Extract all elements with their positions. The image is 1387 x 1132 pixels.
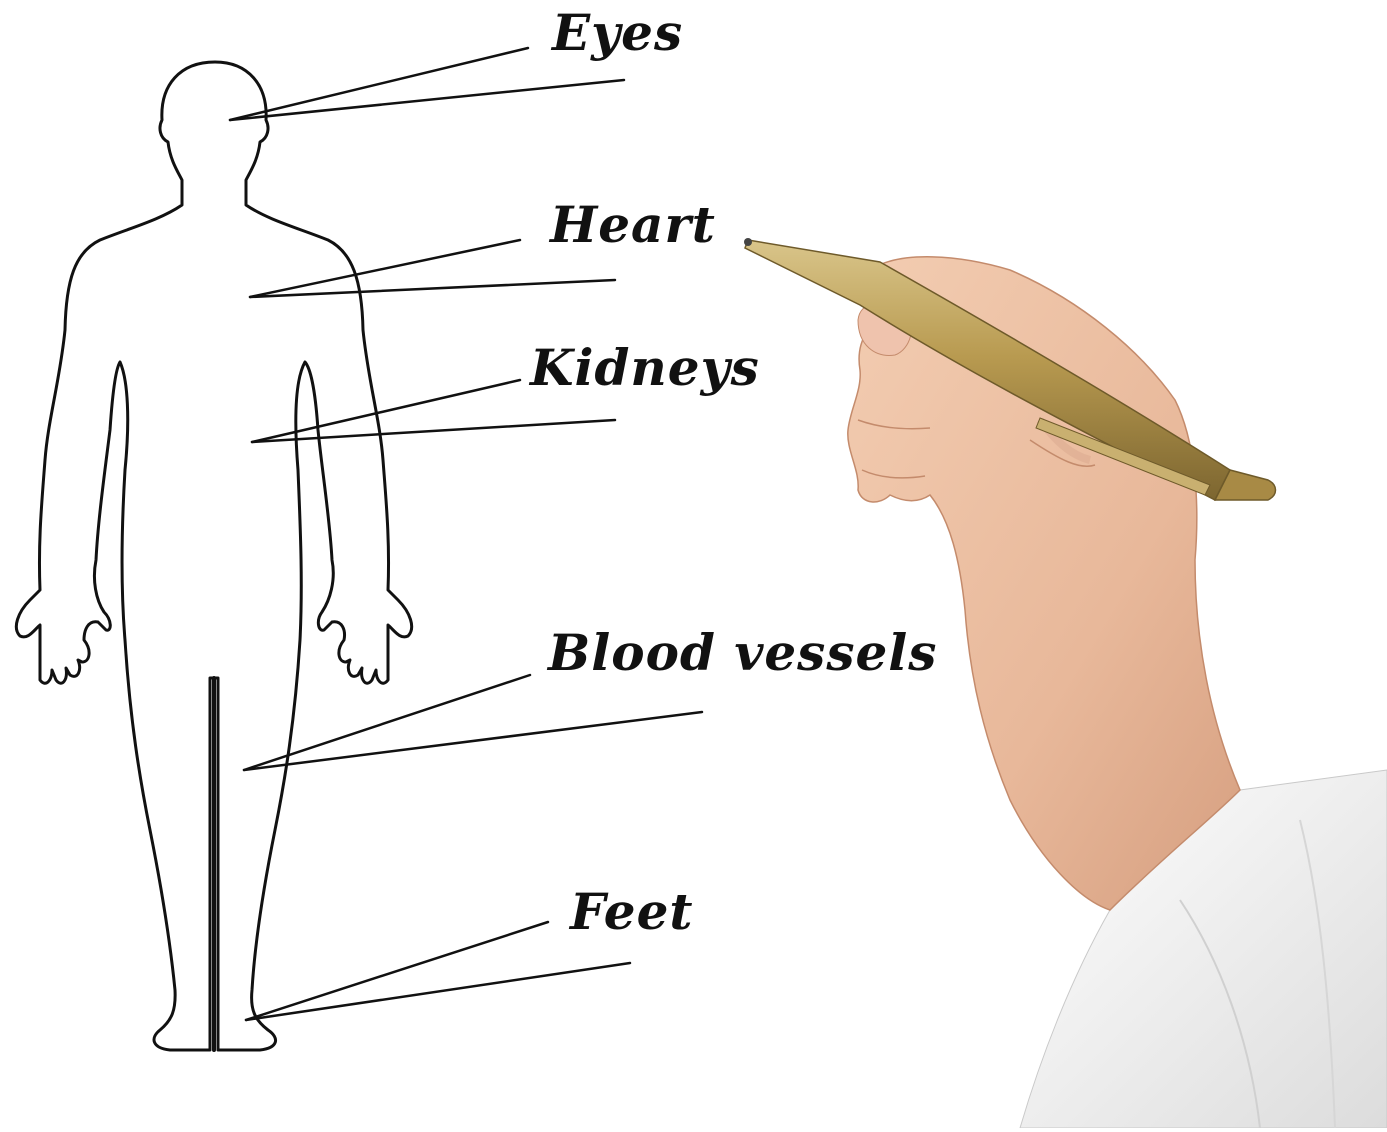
label-heart: Heart — [550, 200, 716, 250]
label-kidneys: Kidneys — [530, 343, 760, 393]
human-body-outline-icon — [16, 62, 411, 1050]
label-eyes: Eyes — [552, 8, 683, 58]
label-feet: Feet — [570, 887, 693, 937]
label-blood-vessels: Blood vessels — [548, 628, 937, 678]
leader-blood-vessels — [244, 675, 702, 770]
hand-icon — [848, 257, 1240, 910]
